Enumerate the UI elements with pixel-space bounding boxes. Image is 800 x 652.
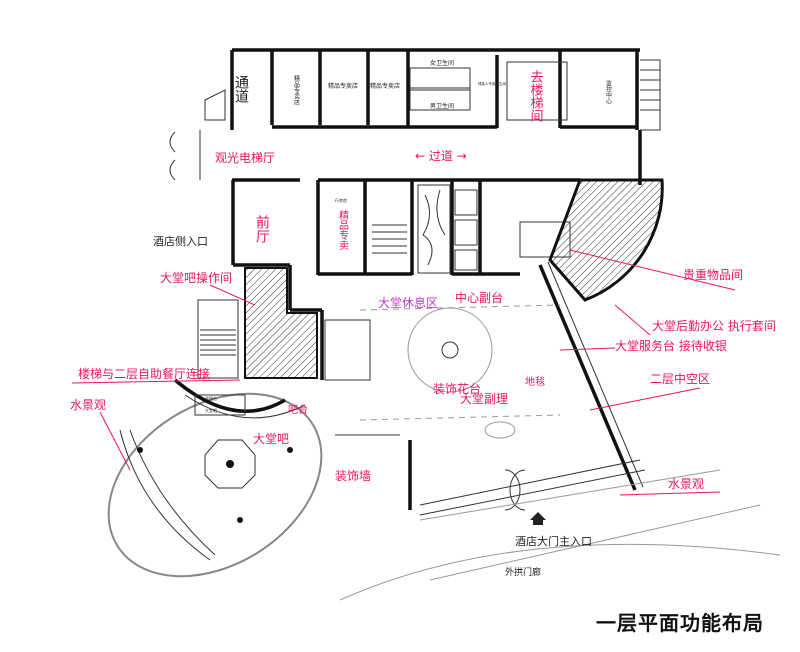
handwritten-labels: 通道 去楼梯间 观光电梯厅 ← 过道 → 前厅 酒店侧入口 大堂吧操作间 精品专…	[70, 70, 776, 548]
assistant-manager-label: 大堂副理	[460, 392, 508, 406]
lobby-bar-label: 大堂吧	[253, 432, 289, 446]
shop-label: 精品专卖店	[293, 74, 300, 106]
passage-label: 通道	[233, 75, 249, 104]
deco-wall-label: 装饰墙	[335, 469, 371, 483]
core-rooms	[316, 178, 580, 276]
lobby-bar-oval	[107, 378, 400, 578]
main-entrance-label: 酒店大门主入口	[515, 534, 592, 548]
corridor-label: ← 过道 →	[415, 149, 467, 163]
accessible-wc-label: 残疾人专用卫生间	[478, 81, 506, 86]
counter-small-label: 收银台	[205, 395, 217, 401]
valuables-label: 贵重物品间	[683, 268, 743, 282]
to-stairs-label: 去楼梯间	[528, 70, 544, 122]
front-hall	[197, 180, 371, 381]
bar-small-label: 大堂吧	[205, 407, 217, 413]
monitor-label: 监控中心	[605, 79, 612, 104]
printed-labels: 精品专卖店 精品专卖店 精品专卖店 女卫生间 男卫生间 残疾人专用卫生间 监控中…	[205, 59, 612, 578]
bar-kitchen-label: 大堂吧操作间	[160, 270, 232, 285]
water-left-label: 水景观	[70, 398, 106, 412]
lobby-facade	[339, 261, 781, 601]
boutique-label: 精品专卖	[337, 209, 349, 251]
corridor	[169, 89, 642, 185]
side-entrance-label: 酒店侧入口	[153, 234, 208, 248]
flower-stand-label: 装饰花台	[433, 381, 481, 396]
center-desk-label: 中心副台	[455, 290, 503, 305]
elevator-hall-label: 观光电梯厅	[215, 151, 275, 165]
atrium-label: 二层中空区	[650, 371, 710, 386]
stairs-link-label: 楼梯与二层自助餐厅连接	[78, 366, 210, 381]
shops-band	[230, 48, 661, 131]
water-right-label: 水景观	[668, 477, 704, 491]
female-wc-label: 女卫生间	[430, 59, 454, 67]
bar-counter-label: 吧台	[288, 403, 308, 416]
luggage-label: 行李房	[335, 197, 347, 203]
carpet-label: 地毯	[525, 375, 545, 388]
valuables-room	[548, 178, 664, 302]
shop-label: 精品专卖店	[328, 82, 358, 90]
shop-label: 精品专卖店	[370, 82, 400, 90]
arcade-label: 外拱门廊	[505, 566, 541, 578]
male-wc-label: 男卫生间	[430, 102, 454, 110]
back-office-label: 大堂后勤办公 执行套间	[652, 318, 776, 333]
front-desk-label: 大堂服务台 接待收银	[615, 338, 727, 353]
lounge-label: 大堂休息区	[378, 295, 438, 310]
front-hall-label: 前厅	[254, 214, 270, 243]
entrance-arrow-icon	[530, 512, 546, 525]
page-title: 一层平面功能布局	[596, 611, 764, 635]
